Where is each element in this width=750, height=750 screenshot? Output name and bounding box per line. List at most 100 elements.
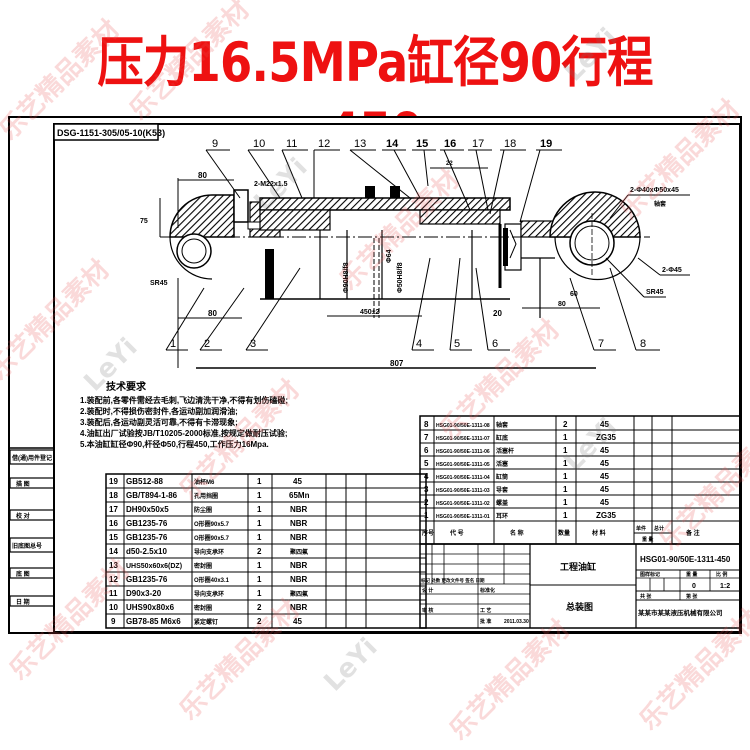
svg-text:5: 5 [454, 338, 460, 350]
svg-text:HSG01-90/50E-1311-05: HSG01-90/50E-1311-05 [436, 462, 490, 468]
svg-text:HSG01-90/50E-1311-03: HSG01-90/50E-1311-03 [436, 488, 490, 494]
svg-text:45: 45 [293, 477, 302, 486]
svg-text:6: 6 [492, 338, 498, 350]
svg-text:导向支承环: 导向支承环 [194, 548, 224, 556]
left-strip: 借(通)用件登记 描 图 校 对 旧底图总号 底 图 日 期 [10, 449, 55, 607]
sheet-index: 第 张 [686, 593, 698, 600]
svg-text:导套: 导套 [496, 486, 508, 494]
svg-text:1: 1 [563, 446, 568, 455]
svg-text:缸筒: 缸筒 [496, 473, 508, 481]
svg-text:油杯M6: 油杯M6 [194, 478, 215, 486]
svg-text:GB78-85 M6x6: GB78-85 M6x6 [126, 617, 181, 626]
svg-text:数量: 数量 [558, 529, 570, 537]
dim-left-sphere: SR45 [150, 280, 168, 287]
svg-text:2: 2 [257, 547, 262, 556]
dim-right-60: 60 [570, 291, 578, 298]
svg-text:密封圈: 密封圈 [194, 604, 212, 612]
balloons-bottom: 1 2 3 4 5 6 7 8 [165, 257, 660, 351]
svg-text:7: 7 [424, 433, 429, 442]
svg-text:1: 1 [257, 589, 262, 598]
svg-text:活塞杆: 活塞杆 [496, 447, 514, 455]
svg-text:13: 13 [354, 138, 366, 150]
svg-text:O形圈90x5.7: O形圈90x5.7 [194, 520, 230, 528]
svg-text:4.油缸出厂试验按JB/T10205-2000标准,按规定做: 4.油缸出厂试验按JB/T10205-2000标准,按规定做耐压试验; [80, 428, 288, 438]
svg-text:45: 45 [600, 459, 609, 468]
svg-text:螺盖: 螺盖 [496, 499, 508, 507]
svg-text:重 量: 重 量 [642, 536, 653, 543]
svg-text:16: 16 [444, 138, 456, 150]
svg-text:备 注: 备 注 [685, 529, 700, 537]
stage-label: 图样标记 [640, 571, 660, 578]
svg-text:17: 17 [109, 505, 118, 514]
dim-right-sphere: SR45 [646, 289, 664, 296]
weight-label: 重 量 [686, 571, 697, 578]
svg-text:日 期: 日 期 [16, 598, 30, 606]
svg-text:5.本油缸缸径Φ90,杆径Φ50,行程450,工作压力16M: 5.本油缸缸径Φ90,杆径Φ50,行程450,工作压力16Mpa. [80, 439, 269, 449]
svg-text:HSG01-90/50E-1311-06: HSG01-90/50E-1311-06 [436, 449, 490, 455]
svg-text:3: 3 [424, 485, 429, 494]
svg-text:14: 14 [109, 547, 118, 556]
svg-text:45: 45 [600, 498, 609, 507]
svg-text:1: 1 [257, 491, 262, 500]
svg-text:4: 4 [424, 472, 429, 481]
cylinder-assembly: 80 75 2-M22x1.5 SR45 80 Φ90H8/f8 Φ64 Φ50… [140, 161, 690, 369]
svg-text:10: 10 [109, 603, 118, 612]
drawing-code: DSG-1151-305/05-10(K53) [57, 128, 165, 138]
svg-text:NBR: NBR [290, 561, 308, 570]
svg-text:NBR: NBR [290, 575, 308, 584]
svg-text:15: 15 [109, 533, 118, 542]
svg-text:2: 2 [424, 498, 429, 507]
scale-value: 1:2 [720, 583, 730, 590]
svg-text:19: 19 [540, 138, 552, 150]
assembly-label: 总装图 [566, 601, 593, 612]
svg-text:导向支承环: 导向支承环 [194, 590, 224, 598]
svg-text:GB1235-76: GB1235-76 [126, 533, 168, 542]
svg-text:O形圈40x3.1: O形圈40x3.1 [194, 576, 230, 584]
svg-text:2: 2 [257, 603, 262, 612]
svg-text:8: 8 [640, 338, 646, 350]
scale-label: 比 例 [716, 571, 727, 578]
svg-text:孔用挡圈: 孔用挡圈 [194, 492, 218, 500]
svg-text:19: 19 [109, 477, 118, 486]
dim-left-height: 75 [140, 218, 148, 225]
svg-text:缸底: 缸底 [496, 434, 508, 442]
svg-text:HSG01-90/50E-1311-01: HSG01-90/50E-1311-01 [436, 514, 490, 520]
svg-text:7: 7 [598, 338, 604, 350]
sign-designer: 设 计 [422, 587, 433, 594]
svg-text:1: 1 [563, 511, 568, 520]
watermark-text: LeYi [318, 632, 384, 698]
svg-text:1: 1 [170, 338, 176, 350]
dim-rod-dia: Φ64 [386, 249, 393, 263]
svg-text:防尘圈: 防尘圈 [194, 506, 212, 514]
svg-text:12: 12 [109, 575, 118, 584]
dim-bore: Φ90H8/f8 [343, 262, 350, 293]
svg-text:UHS90x80x6: UHS90x80x6 [126, 603, 175, 612]
svg-text:1: 1 [257, 519, 262, 528]
svg-text:1: 1 [563, 472, 568, 481]
sheet-count: 共 张 [640, 593, 652, 600]
svg-text:1: 1 [257, 533, 262, 542]
dim-gap-20: 20 [493, 309, 502, 318]
svg-text:NBR: NBR [290, 519, 308, 528]
svg-text:D90x3-20: D90x3-20 [126, 589, 162, 598]
dim-stroke: 450±2 [360, 309, 380, 316]
svg-text:2: 2 [257, 617, 262, 626]
svg-text:密封圈: 密封圈 [194, 562, 212, 570]
dim-right-pin-sub: 轴套 [654, 200, 666, 208]
svg-text:NBR: NBR [290, 505, 308, 514]
svg-text:2: 2 [563, 420, 568, 429]
svg-text:1: 1 [563, 498, 568, 507]
svg-text:GB1235-76: GB1235-76 [126, 519, 168, 528]
bom-right-header: 序号 代 号 名 称 数量 材 料 单件 总计 重 量 备 注 [421, 525, 700, 543]
dim-left-top: 80 [198, 171, 207, 180]
